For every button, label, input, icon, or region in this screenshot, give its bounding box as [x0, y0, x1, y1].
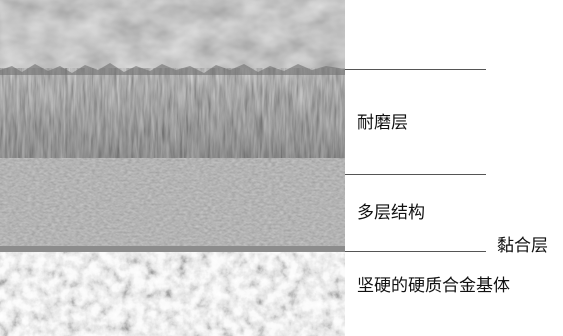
- multilayer-leader-line: [345, 174, 486, 175]
- coating-surface-edge: [0, 63, 345, 75]
- upper-region: [0, 0, 345, 76]
- multilayer-label: 多层结构: [357, 203, 425, 223]
- sem-micrograph-image: [0, 0, 345, 336]
- wear-layer-leader-line: [345, 69, 486, 70]
- substrate-label: 坚硬的硬质合金基体: [357, 276, 510, 296]
- multilayer-region: [0, 158, 345, 248]
- bond-layer-label: 黏合层: [497, 236, 548, 256]
- bond-layer-leader-line: [345, 251, 486, 252]
- wear-layer-shading: [0, 68, 345, 160]
- wear-layer-label: 耐磨层: [357, 113, 408, 133]
- substrate-region: [0, 252, 345, 336]
- bond-layer-region: [0, 246, 345, 252]
